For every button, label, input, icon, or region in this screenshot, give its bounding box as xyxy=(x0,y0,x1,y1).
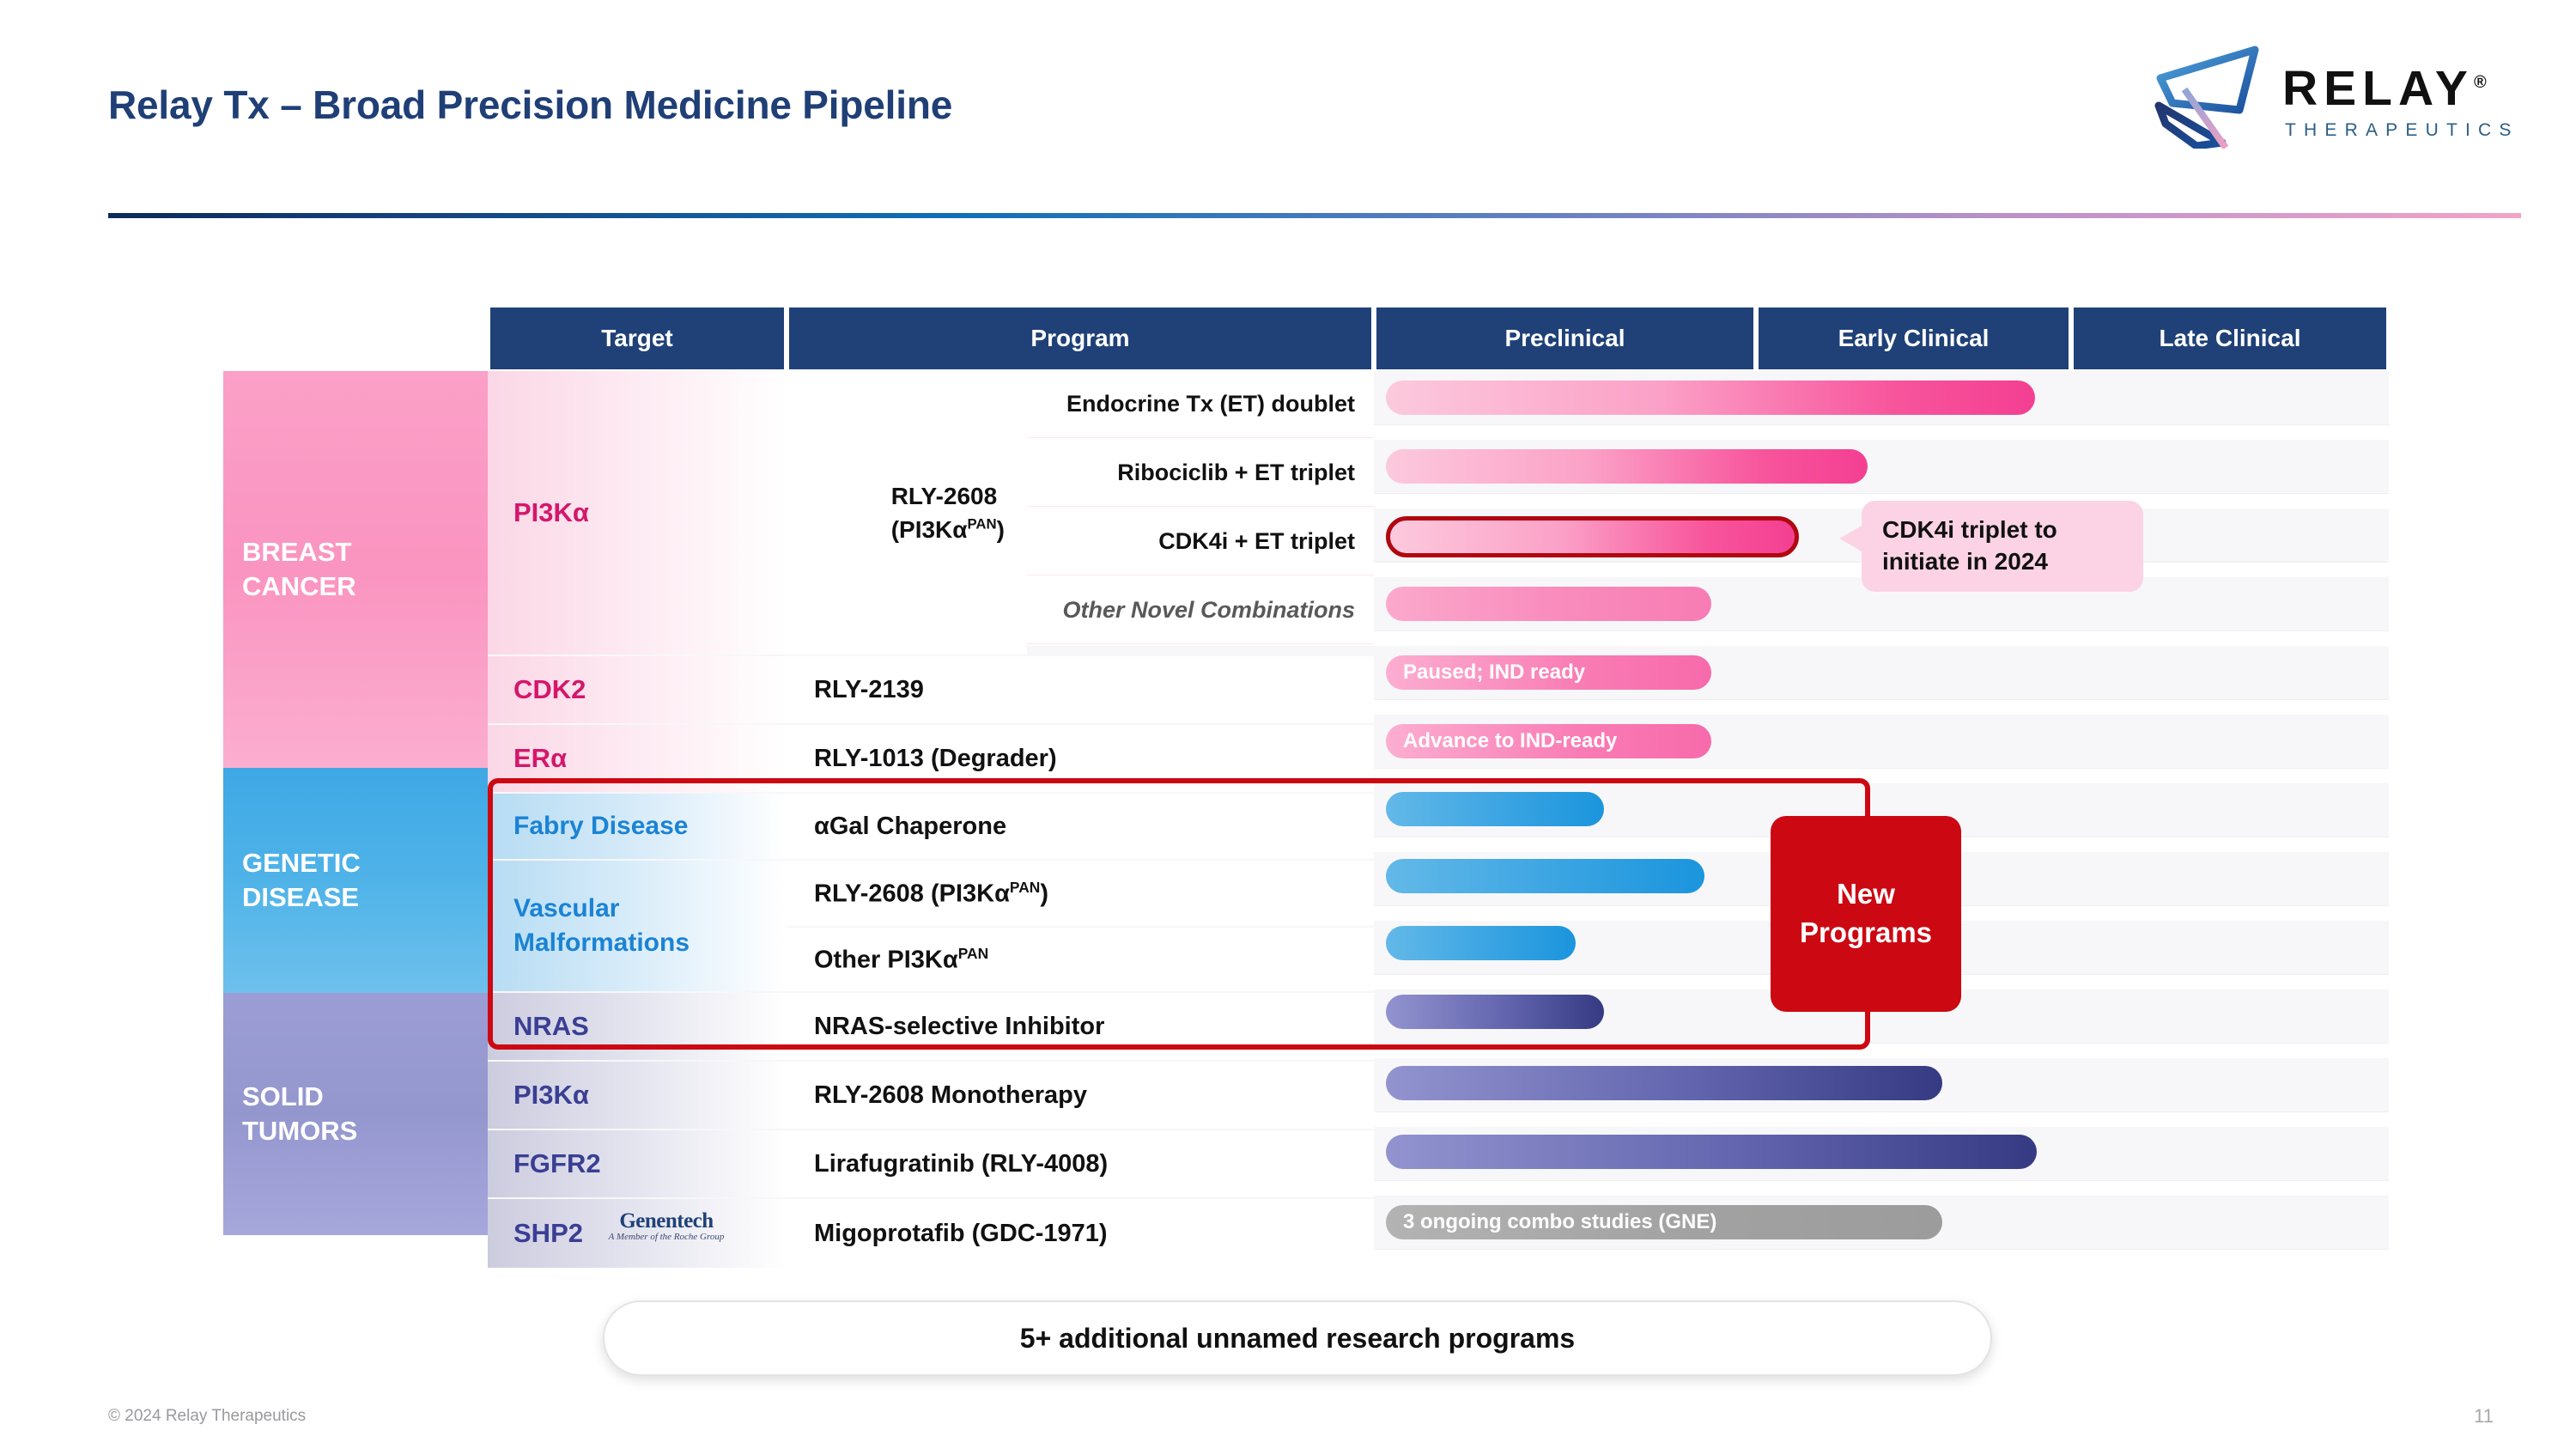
program-cell-agal: αGal Chaperone xyxy=(787,794,1374,859)
program-cell-lirafugratinib: Lirafugratinib (RLY-4008) xyxy=(787,1130,1374,1197)
program-label: Migoprotafib (GDC-1971) xyxy=(814,1219,1108,1247)
bar-rly2608-vm xyxy=(1386,859,1704,893)
column-header-target: Target xyxy=(488,307,787,369)
genentech-name: Genentech xyxy=(619,1209,714,1233)
program-label: RLY-2139 xyxy=(814,675,924,703)
relay-logo-text: RELAY® xyxy=(2282,61,2487,116)
bar-et-doublet xyxy=(1386,381,2035,415)
column-header-late-clinical: Late Clinical xyxy=(2071,307,2389,369)
target-label: CDK2 xyxy=(513,674,586,704)
program-cell-et-doublet: Endocrine Tx (ET) doublet xyxy=(1027,371,1374,438)
column-header-early-clinical: Early Clinical xyxy=(1756,307,2071,369)
program-cell-migoprotafib: Migoprotafib (GDC-1971) xyxy=(787,1199,1374,1268)
bar-cdk4i xyxy=(1386,516,1799,557)
program-label: RLY-2608 (PI3KαPAN) xyxy=(814,878,1049,908)
program-cell-rly1013: RLY-1013 (Degrader) xyxy=(787,725,1374,792)
program-label: αGal Chaperone xyxy=(814,812,1007,840)
program-cell-rly2608-vm: RLY-2608 (PI3KαPAN) xyxy=(787,861,1374,926)
target-cell-fabry: Fabry Disease xyxy=(488,794,787,859)
target-label: Fabry Disease xyxy=(513,812,689,840)
program-cell-ribociclib: Ribociclib + ET triplet xyxy=(1027,440,1374,507)
program-cell-cdk4i: CDK4i + ET triplet xyxy=(1027,508,1374,575)
program-cell-rly2608-mono: RLY-2608 Monotherapy xyxy=(787,1062,1374,1129)
program-cell-other-novel: Other Novel Combinations xyxy=(1027,577,1374,644)
callout-text: CDK4i triplet to initiate in 2024 xyxy=(1882,516,2057,575)
target-label: SHP2 xyxy=(513,1218,583,1248)
bar-migoprotafib: 3 ongoing combo studies (GNE) xyxy=(1386,1205,1942,1239)
page-title: Relay Tx – Broad Precision Medicine Pipe… xyxy=(108,82,953,127)
program-label: RLY-1013 (Degrader) xyxy=(814,744,1057,772)
header-divider xyxy=(108,213,2521,218)
target-label: Vascular Malformations xyxy=(513,893,690,958)
program-cell-rly2139: RLY-2139 xyxy=(787,656,1374,723)
target-label: NRAS xyxy=(513,1011,589,1041)
program-cell-nras-inhibitor: NRAS-selective Inhibitor xyxy=(787,993,1374,1060)
program-group-subname: (PI3KαPAN) xyxy=(890,515,1005,543)
program-group-name: RLY-2608 xyxy=(890,482,998,509)
target-label: FGFR2 xyxy=(513,1148,601,1178)
program-label: Endocrine Tx (ET) doublet xyxy=(1066,391,1355,417)
target-cell-pi3ka-solid: PI3Kα xyxy=(488,1062,787,1129)
target-cell-pi3ka-breast: PI3Kα xyxy=(488,371,787,654)
program-label: NRAS-selective Inhibitor xyxy=(814,1012,1105,1040)
column-header-program: Program xyxy=(787,307,1374,369)
target-cell-vascular-malformations: Vascular Malformations xyxy=(488,861,787,991)
additional-programs-text: 5+ additional unnamed research programs xyxy=(1019,1322,1576,1354)
target-label: ERα xyxy=(513,743,568,773)
bar-lirafugratinib xyxy=(1386,1135,2037,1169)
program-label: Ribociclib + ET triplet xyxy=(1117,460,1355,485)
callout-cdk4i-triplet: CDK4i triplet to initiate in 2024 xyxy=(1839,501,2143,592)
copyright-text: © 2024 Relay Therapeutics xyxy=(108,1407,307,1425)
bar-era-status: Advance to IND-ready xyxy=(1386,724,1711,758)
bar-label: Paused; IND ready xyxy=(1403,661,1586,684)
program-label: RLY-2608 Monotherapy xyxy=(814,1081,1088,1109)
band-label: SOLID TUMORS xyxy=(242,1081,358,1146)
page-number: 11 xyxy=(2474,1405,2494,1427)
target-cell-cdk2: CDK2 xyxy=(488,656,787,723)
bar-nras-inhibitor xyxy=(1386,995,1604,1029)
program-label: Lirafugratinib (RLY-4008) xyxy=(814,1149,1109,1178)
target-cell-era: ERα xyxy=(488,725,787,792)
target-label: PI3Kα xyxy=(513,497,589,527)
new-programs-label: New Programs xyxy=(1799,878,1933,948)
band-solid-tumors: SOLID TUMORS xyxy=(223,993,488,1235)
bar-ribociclib xyxy=(1386,449,1868,484)
registered-mark-icon: ® xyxy=(2473,73,2487,92)
program-group-rly2608: RLY-2608 (PI3KαPAN) xyxy=(787,371,1027,654)
bar-other-pi3ka xyxy=(1386,926,1576,960)
target-cell-fgfr2: FGFR2 xyxy=(488,1130,787,1197)
relay-logo-mark xyxy=(2154,46,2259,149)
target-cell-nras: NRAS xyxy=(488,993,787,1060)
program-cell-other-pi3ka: Other PI3KαPAN xyxy=(787,928,1374,991)
additional-programs-note: 5+ additional unnamed research programs xyxy=(603,1300,1992,1376)
band-genetic-disease: GENETIC DISEASE xyxy=(223,768,488,993)
relay-logo: RELAY® THERAPEUTICS xyxy=(2154,41,2523,149)
new-programs-badge: New Programs xyxy=(1771,816,1961,1012)
genentech-tagline: A Member of the Roche Group xyxy=(608,1232,725,1242)
bar-cdk2-status: Paused; IND ready xyxy=(1386,655,1711,690)
target-label: PI3Kα xyxy=(513,1080,589,1110)
program-label: CDK4i + ET triplet xyxy=(1158,528,1355,554)
band-breast-cancer: BREAST CANCER xyxy=(223,371,488,768)
column-header-preclinical: Preclinical xyxy=(1374,307,1756,369)
band-label: BREAST CANCER xyxy=(242,537,356,601)
relay-logo-subtitle: THERAPEUTICS xyxy=(2285,120,2519,140)
program-label: Other PI3KαPAN xyxy=(814,944,989,974)
bar-rly2608-mono xyxy=(1386,1066,1942,1100)
bar-other-novel xyxy=(1386,587,1711,621)
bar-label: 3 ongoing combo studies (GNE) xyxy=(1403,1210,1717,1233)
target-cell-shp2: SHP2 Genentech A Member of the Roche Gro… xyxy=(488,1199,787,1268)
program-label: Other Novel Combinations xyxy=(1062,597,1355,623)
band-label: GENETIC DISEASE xyxy=(242,848,361,912)
bar-label: Advance to IND-ready xyxy=(1403,729,1618,752)
bar-agal-chaperone xyxy=(1386,792,1604,826)
genentech-logo: Genentech A Member of the Roche Group xyxy=(598,1209,735,1249)
